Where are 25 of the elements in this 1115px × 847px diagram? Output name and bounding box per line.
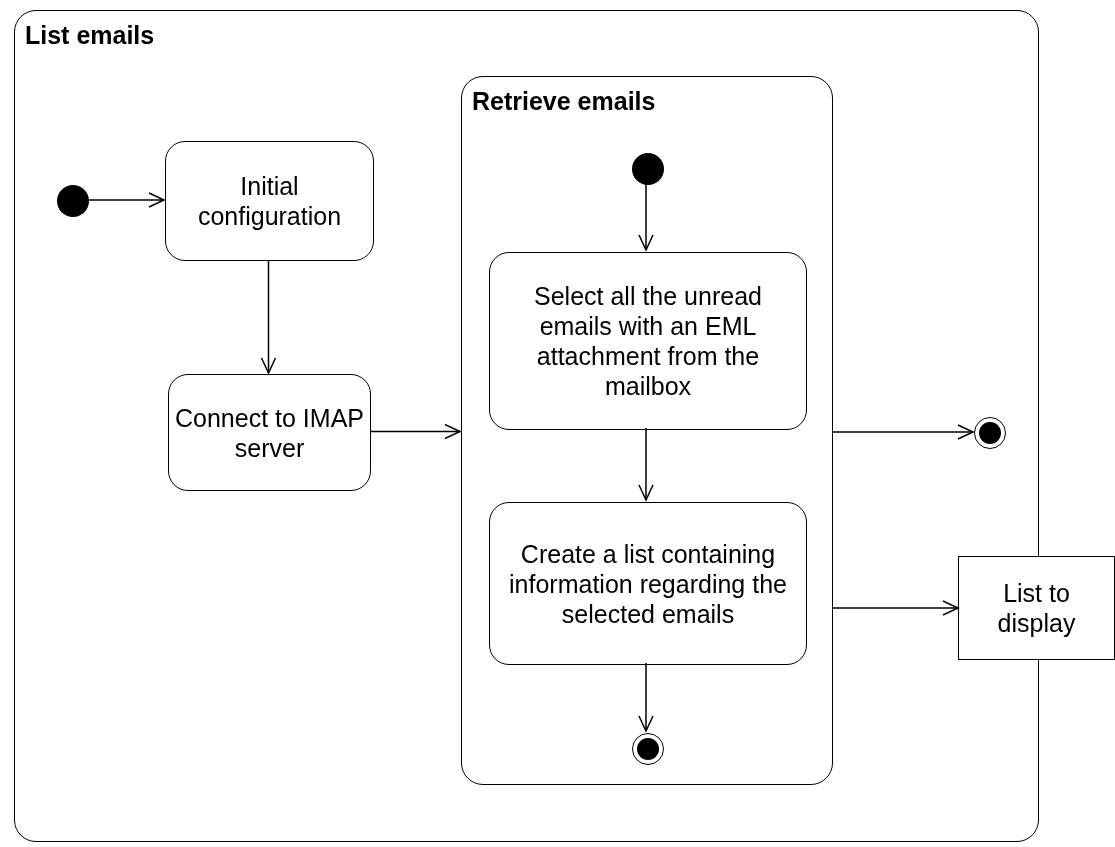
arrow xyxy=(638,182,654,251)
action-node xyxy=(489,252,807,430)
arrow xyxy=(638,662,654,732)
arrow xyxy=(369,423,461,440)
arrow xyxy=(831,600,959,616)
activity-frame xyxy=(461,76,833,785)
arrow xyxy=(831,424,974,440)
initial-node xyxy=(57,185,89,217)
node-label: Initial configuration xyxy=(196,171,343,231)
node-label: List to display xyxy=(996,578,1077,638)
initial-node xyxy=(632,153,664,185)
final-node xyxy=(632,733,664,765)
action-node xyxy=(168,374,371,491)
arrow xyxy=(638,427,654,501)
final-node xyxy=(974,417,1006,449)
node-label: Select all the unread emails with an EML attachment from the mailbox xyxy=(533,281,763,401)
node-label: Connect to IMAP server xyxy=(175,402,364,463)
object-node xyxy=(958,556,1115,660)
node-label: Create a list containing information regarding the selected emails xyxy=(508,538,788,629)
arrow xyxy=(87,192,165,208)
arrow xyxy=(260,259,277,374)
action-node xyxy=(489,502,807,665)
action-node xyxy=(165,141,374,261)
frame-title: Retrieve emails xyxy=(472,87,656,116)
frame-title: List emails xyxy=(25,21,155,50)
